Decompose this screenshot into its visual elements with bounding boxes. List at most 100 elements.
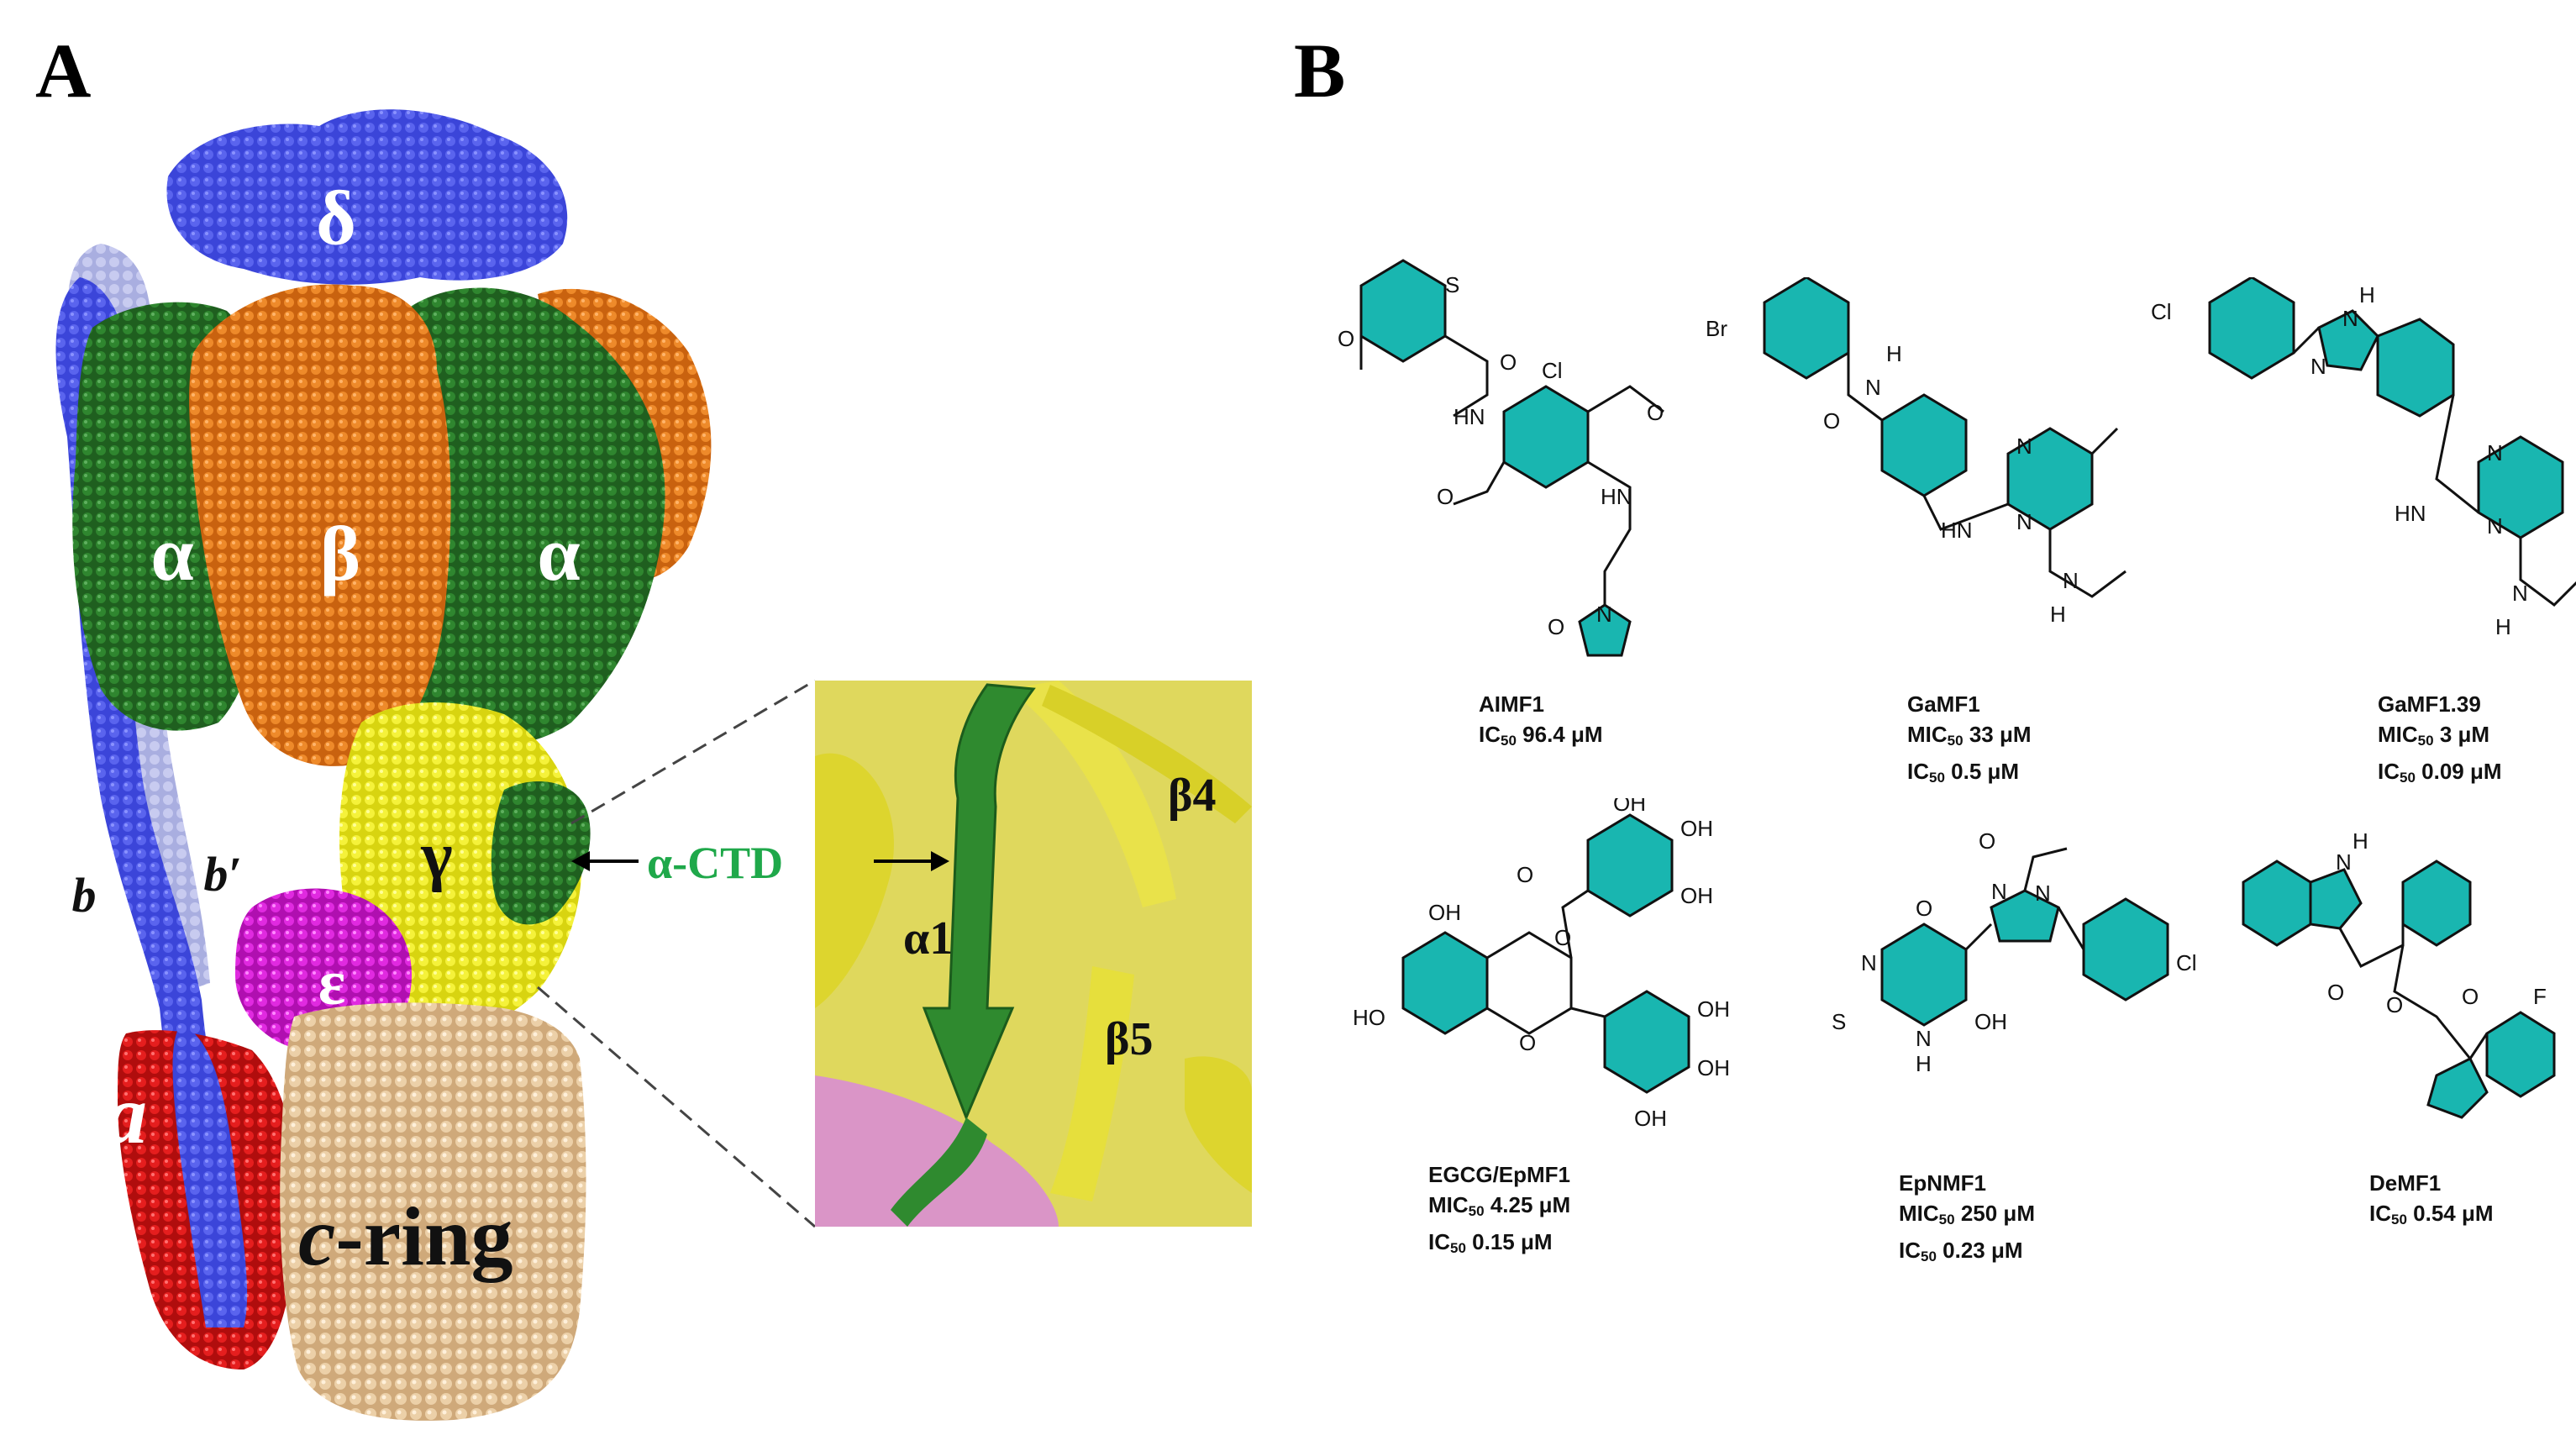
gamf1-bonds-4 — [2048, 529, 2127, 598]
panel-a-letter: A — [35, 28, 92, 113]
epnmf1-atom-o2: O — [1916, 896, 1932, 921]
compound-label-demf1: DeMF1 IC50 0.54 μM — [2369, 1168, 2494, 1235]
zoom-line-bottom — [537, 986, 816, 1228]
demf1-fluorophenyl-ring — [2485, 1011, 2556, 1098]
demf1-indole-benzo — [2242, 860, 2312, 947]
egcg-atom-oh2: OH — [1680, 816, 1713, 841]
egcg-atom-oh5: OH — [1697, 996, 1730, 1022]
gamf139-atom-hn: HN — [2395, 501, 2426, 526]
gamf139-bonds-3 — [2519, 538, 2576, 607]
ctd-arrow-left-head — [571, 851, 590, 871]
compound-label-epnmf1: EpNMF1 MIC50 250 μM IC50 0.23 μM — [1899, 1168, 2035, 1272]
epnmf1-pyrazoline-ring — [1990, 889, 2060, 943]
structure-epnmf1: O N N O N S N H OH Cl — [1832, 832, 2197, 1076]
demf1-atom-o1: O — [2327, 980, 2344, 1005]
activity-line: MIC50 250 μM — [1899, 1201, 2035, 1228]
egcg-b-ring — [1603, 990, 1690, 1094]
aimf1-pyrrolidinone-ring — [1578, 603, 1632, 657]
aimf1-atom-nh1: HN — [1454, 404, 1485, 429]
aimf1-atom-o: O — [1338, 326, 1354, 351]
inset-zoom-view: α1 β4 β5 — [815, 681, 1252, 1227]
compound-name: EGCG/EpMF1 — [1428, 1162, 1571, 1187]
egcg-atom-o2: O — [1554, 925, 1571, 950]
compound-name: GaMF1.39 — [2378, 691, 2481, 717]
gamf139-atom-cl: Cl — [2151, 299, 2172, 324]
epnmf1-atom-o1: O — [1979, 832, 1995, 854]
inset-sheet-right — [1008, 681, 1176, 907]
gamf139-atom-n4: N — [2487, 513, 2503, 539]
activity-line: MIC50 33 μM — [1907, 722, 2032, 749]
label-beta: β — [320, 511, 360, 597]
egcg-atom-oh4: OH — [1428, 900, 1461, 925]
epnmf1-atom-n4: N — [1916, 1026, 1932, 1051]
demf1-atom-o3: O — [2462, 984, 2479, 1009]
gamf139-atom-n3: N — [2487, 440, 2503, 465]
epnmf1-chlorophenyl-ring — [2082, 897, 2169, 1002]
aimf1-atom-cl: Cl — [1542, 358, 1563, 383]
gamf139-benzo-ring — [2376, 318, 2455, 418]
gamf1-atom-n3: N — [2063, 568, 2079, 593]
aimf1-atom-nh2: HN — [1601, 484, 1632, 509]
label-beta4: β4 — [1168, 770, 1217, 822]
aimf1-atom-o4: O — [1437, 484, 1454, 509]
gamf1-atom-o: O — [1823, 408, 1840, 434]
egcg-atom-oh6: OH — [1697, 1055, 1730, 1080]
structure-gamf139: Cl H N N N N HN N H — [2151, 277, 2576, 639]
alpha-ctd-shape — [491, 781, 591, 925]
demf1-bonds-2 — [2393, 944, 2472, 1059]
subunit-delta-shape — [166, 109, 568, 285]
gamf139-atom-h: H — [2359, 282, 2375, 308]
label-delta: δ — [316, 175, 356, 260]
gamf139-chlorophenyl-ring — [2208, 277, 2295, 380]
egcg-atom-oh1: OH — [1613, 798, 1646, 816]
subunit-beta-shape — [189, 284, 451, 766]
label-b: b — [72, 868, 97, 923]
ctd-arrow-right-head — [931, 851, 949, 871]
activity-line: IC50 0.54 μM — [2369, 1201, 2494, 1228]
label-alpha1: α1 — [903, 912, 953, 965]
egcg-bonds — [1561, 889, 1589, 959]
aimf1-bonds-2 — [1587, 385, 1664, 413]
egcg-atom-oh7: OH — [1634, 1106, 1667, 1131]
gamf139-bonds-2 — [2435, 394, 2479, 514]
aimf1-atom-o2: O — [1500, 350, 1517, 375]
compound-label-gamf139: GaMF1.39 MIC50 3 μM IC50 0.09 μM — [2378, 689, 2502, 793]
gamf1-atom-h: H — [1886, 341, 1902, 366]
label-c-ring-italic: c — [298, 1190, 335, 1283]
label-gamma: γ — [420, 819, 452, 893]
demf1-bonds-3 — [2468, 1033, 2489, 1059]
c-ring-shape — [280, 1002, 586, 1421]
activity-line: IC50 96.4 μM — [1479, 722, 1603, 749]
activity-line: IC50 0.23 μM — [1899, 1238, 2023, 1264]
inset-green-strand — [922, 683, 1036, 1122]
structure-aimf1: S O O HN Cl O HN O N O — [1338, 259, 1664, 657]
gamf1-atom-br: Br — [1706, 316, 1727, 341]
epnmf1-atom-h: H — [1916, 1051, 1932, 1076]
inset-sheet-beta4 — [1042, 685, 1252, 823]
subunit-alpha-right-shape — [384, 287, 665, 745]
label-b-prime: b′ — [203, 847, 241, 902]
demf1-phenyl-ring — [2401, 860, 2472, 947]
aimf1-atom-o3: O — [1647, 400, 1664, 425]
activity-line: IC50 0.5 μM — [1907, 759, 2020, 786]
epnmf1-bonds — [1964, 923, 1993, 951]
gamf1-bonds-2 — [1922, 495, 2009, 531]
atp-synthase-structure: δ α β α γ ε b b′ a c-ring α-CTD α1 β4 β5 — [55, 109, 1252, 1421]
structure-gamf1: Br O H N N N HN N H — [1706, 277, 2127, 627]
compound-label-gamf1: GaMF1 MIC50 33 μM IC50 0.5 μM — [1907, 689, 2032, 793]
egcg-atom-o1: O — [1517, 862, 1533, 887]
demf1-indole-pyrrole — [2309, 868, 2363, 930]
gamf1-bonds — [1847, 353, 1883, 422]
activity-line: MIC50 3 μM — [2378, 722, 2490, 749]
panel-b-letter: B — [1294, 28, 1346, 113]
demf1-cyclopentyl-ring — [2426, 1056, 2489, 1119]
compound-name: DeMF1 — [2369, 1170, 2442, 1196]
epnmf1-atom-oh: OH — [1974, 1009, 2007, 1034]
activity-line: IC50 0.09 μM — [2378, 759, 2502, 786]
demf1-atom-f: F — [2533, 984, 2547, 1009]
gamf139-atom-n5: N — [2512, 581, 2528, 606]
gamf1-atom-hn: HN — [1941, 518, 1973, 543]
inset-green-loop — [891, 1117, 987, 1227]
label-alpha-left: α — [150, 511, 193, 597]
egcg-a-ring — [1401, 931, 1489, 1035]
